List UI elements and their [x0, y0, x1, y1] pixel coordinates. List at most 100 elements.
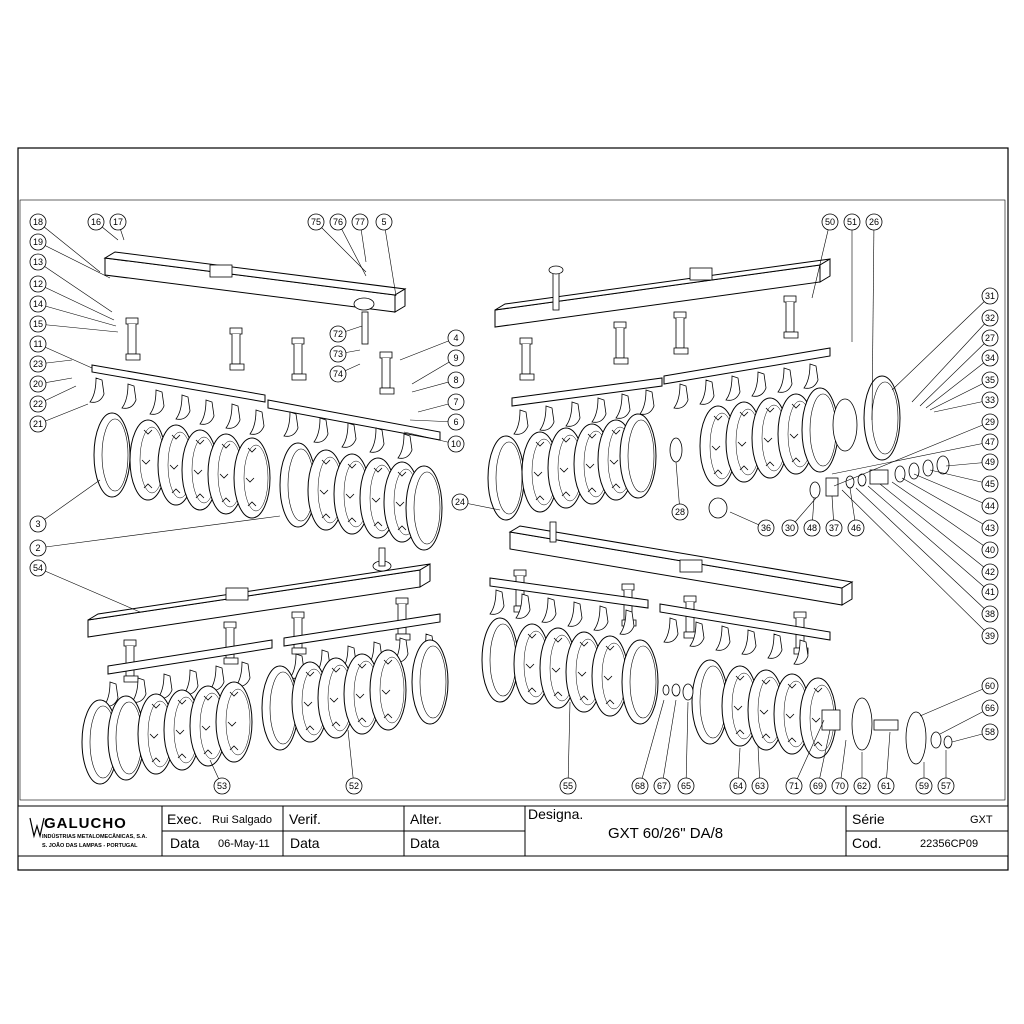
leader-line — [879, 483, 991, 573]
leader-line — [939, 707, 991, 735]
callout-balloon — [29, 395, 47, 413]
callout-number: 47 — [985, 437, 995, 447]
callout-number: 72 — [333, 329, 343, 339]
callout-number: 57 — [941, 781, 951, 791]
leader-line — [661, 699, 677, 787]
callout-balloon — [29, 559, 47, 577]
callout-number: 31 — [985, 291, 995, 301]
callout-2: 2 — [29, 515, 281, 557]
leader-line — [383, 221, 397, 297]
callout-balloon — [29, 539, 47, 557]
callout-6: 6 — [409, 413, 465, 431]
callout-49: 49 — [945, 453, 999, 471]
designa-label: Designa. — [528, 806, 583, 822]
callout-balloon — [213, 777, 231, 795]
callout-53: 53 — [209, 759, 231, 795]
callout-number: 23 — [33, 359, 43, 369]
callout-number: 61 — [881, 781, 891, 791]
callout-number: 12 — [33, 279, 43, 289]
drawing-frame — [17, 147, 1009, 871]
callout-number: 3 — [35, 519, 40, 529]
callout-number: 55 — [563, 781, 573, 791]
callout-75: 75 — [307, 213, 367, 273]
callout-23: 23 — [29, 355, 73, 373]
callout-62: 62 — [853, 752, 871, 795]
leader-line — [833, 421, 991, 487]
callout-67: 67 — [653, 699, 677, 795]
callout-20: 20 — [29, 375, 73, 393]
callout-70: 70 — [831, 739, 849, 795]
callout-17: 17 — [109, 213, 127, 241]
alter-label: Alter. — [410, 811, 442, 827]
cod-label: Cod. — [852, 835, 882, 851]
callout-number: 22 — [33, 399, 43, 409]
callout-number: 19 — [33, 237, 43, 247]
callout-number: 45 — [985, 479, 995, 489]
leader-line — [891, 295, 991, 391]
callout-number: 4 — [453, 333, 458, 343]
callout-number: 32 — [985, 313, 995, 323]
callout-number: 63 — [755, 781, 765, 791]
callout-balloon — [981, 453, 999, 471]
leader-line — [37, 303, 117, 327]
callout-balloon — [29, 315, 47, 333]
callout-61: 61 — [877, 731, 895, 795]
callout-57: 57 — [937, 750, 955, 795]
callout-24: 24 — [451, 493, 501, 511]
callout-balloon — [29, 375, 47, 393]
leader-line — [315, 221, 367, 273]
callout-balloon — [981, 475, 999, 493]
leader-line — [685, 701, 689, 787]
callout-60: 60 — [919, 677, 999, 717]
callout-37: 37 — [825, 495, 843, 537]
leader-line — [891, 481, 991, 551]
callout-number: 15 — [33, 319, 43, 329]
callout-balloon — [981, 699, 999, 717]
callout-68: 68 — [631, 699, 665, 795]
callout-number: 52 — [349, 781, 359, 791]
callout-number: 10 — [451, 439, 461, 449]
callout-number: 48 — [807, 523, 817, 533]
callout-balloon — [981, 519, 999, 537]
callout-65: 65 — [677, 701, 695, 795]
callout-balloon — [981, 563, 999, 581]
callout-number: 38 — [985, 609, 995, 619]
callout-number: 28 — [675, 507, 685, 517]
exec-value: Rui Salgado — [212, 814, 272, 826]
callout-10: 10 — [403, 431, 465, 453]
callout-number: 41 — [985, 587, 995, 597]
leader-line — [811, 221, 831, 299]
callout-balloon — [981, 309, 999, 327]
callout-balloon — [29, 335, 47, 353]
callout-number: 14 — [33, 299, 43, 309]
callout-balloon — [29, 233, 47, 251]
callout-number: 49 — [985, 457, 995, 467]
callout-number: 8 — [453, 375, 458, 385]
callout-51: 51 — [843, 213, 861, 342]
callout-58: 58 — [951, 723, 999, 743]
callout-number: 64 — [733, 781, 743, 791]
callout-35: 35 — [929, 371, 999, 411]
data-value-1: 06-May-11 — [218, 838, 270, 850]
callout-number: 66 — [985, 703, 995, 713]
callout-balloon — [653, 777, 671, 795]
leader-line — [37, 221, 101, 273]
callout-12: 12 — [29, 275, 115, 321]
callout-number: 37 — [829, 523, 839, 533]
callout-number: 35 — [985, 375, 995, 385]
callout-balloon — [981, 329, 999, 347]
leader-line — [793, 719, 825, 787]
callout-balloon — [877, 777, 895, 795]
callout-number: 27 — [985, 333, 995, 343]
callout-balloon — [981, 541, 999, 559]
callout-balloon — [981, 497, 999, 515]
callout-29: 29 — [833, 413, 999, 487]
callout-number: 53 — [217, 781, 227, 791]
callout-balloon — [915, 777, 933, 795]
serie-value: GXT — [970, 814, 993, 826]
leader-line — [347, 729, 355, 787]
bearing-hub-exploded — [708, 455, 950, 519]
callout-27: 27 — [919, 329, 999, 407]
callout-balloon — [447, 371, 465, 389]
